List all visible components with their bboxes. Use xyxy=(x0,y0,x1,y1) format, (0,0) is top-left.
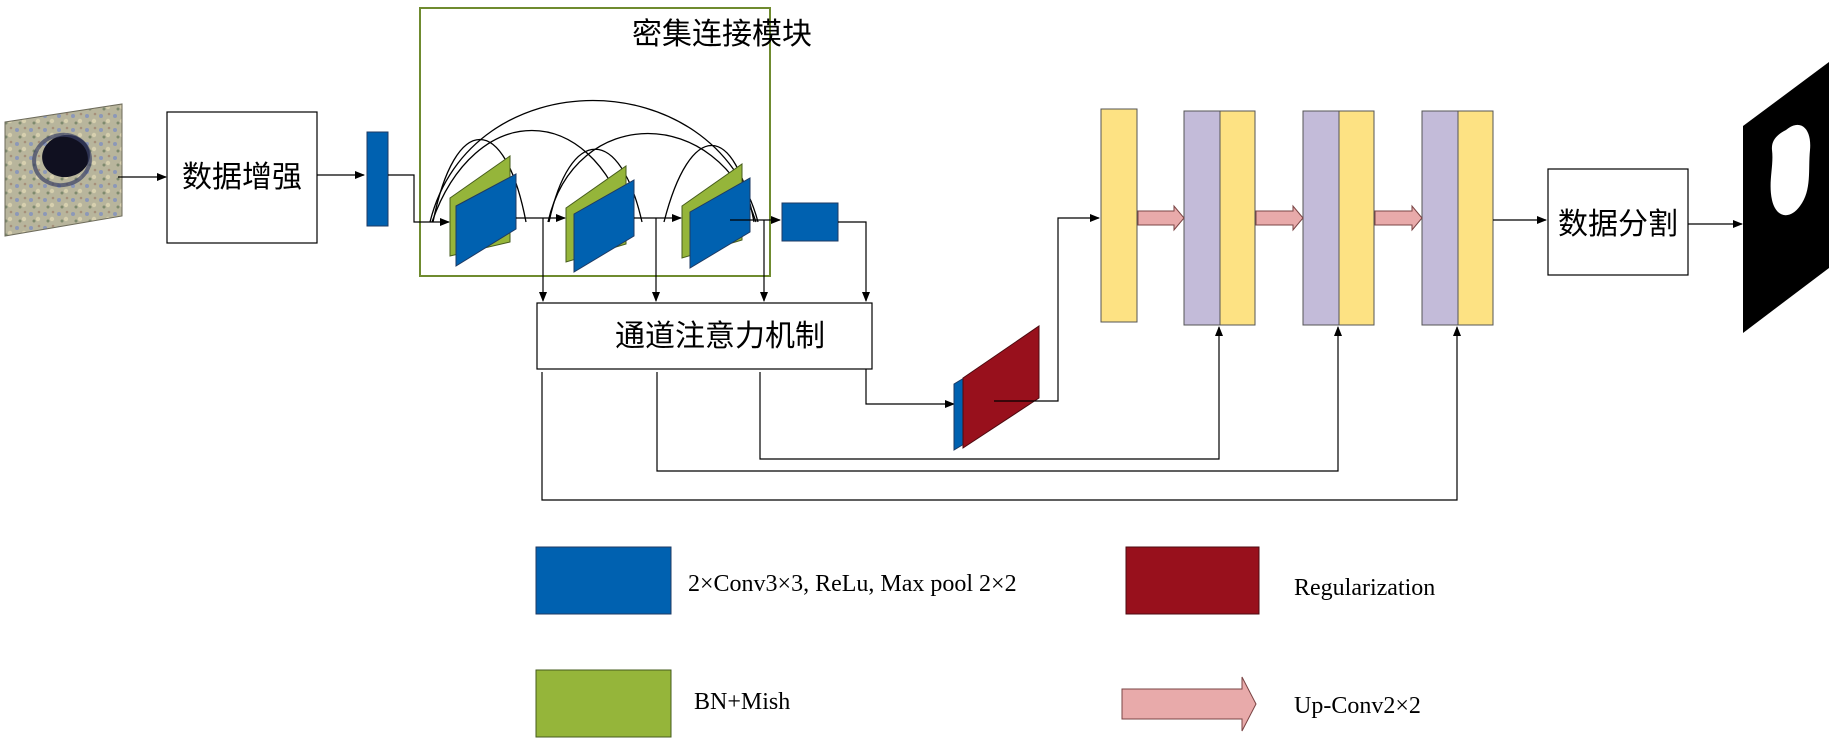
upconv-arrow-1 xyxy=(1137,204,1185,232)
decoder-block-1 xyxy=(1100,108,1138,323)
upconv-arrow-2 xyxy=(1255,204,1304,232)
legend: 2×Conv3×3, ReLu, Max pool 2×2 Regulariza… xyxy=(535,546,1435,738)
decoder-block-4-skip xyxy=(1421,110,1459,326)
channel-attention-box: 通道注意力机制 xyxy=(536,302,873,370)
conv-block-input xyxy=(366,131,389,227)
legend-regularization-label: Regularization xyxy=(1294,575,1435,601)
augment-label: 数据增强 xyxy=(182,160,302,195)
segmentation-label: 数据分割 xyxy=(1558,207,1678,242)
input-image xyxy=(4,103,123,237)
decoder-block-2 xyxy=(1219,110,1256,326)
legend-conv-label: 2×Conv3×3, ReLu, Max pool 2×2 xyxy=(688,571,1017,597)
legend-bn-mish-swatch xyxy=(535,669,672,738)
upconv-arrow-3 xyxy=(1374,204,1423,232)
dense-block-module: 密集连接模块 xyxy=(388,7,812,277)
conv-block-after-dense xyxy=(781,202,839,242)
regularization-block xyxy=(962,325,1040,449)
channel-attention-label: 通道注意力机制 xyxy=(615,319,825,354)
legend-regularization-swatch xyxy=(1125,546,1260,615)
output-mask xyxy=(1743,62,1829,333)
decoder-block-3 xyxy=(1338,110,1375,326)
segmentation-box: 数据分割 xyxy=(1547,168,1689,276)
legend-conv-swatch xyxy=(535,546,672,615)
decoder-block-3-skip xyxy=(1302,110,1340,326)
legend-bn-mish-label: BN+Mish xyxy=(694,689,790,715)
conv-layer-3 xyxy=(689,177,751,269)
dense-block-label: 密集连接模块 xyxy=(632,17,812,52)
decoder xyxy=(1100,108,1494,326)
decoder-block-2-skip xyxy=(1183,110,1221,326)
conv-layer-1 xyxy=(455,173,517,267)
augment-box: 数据增强 xyxy=(166,111,318,244)
legend-upconv-swatch xyxy=(1121,676,1257,732)
legend-upconv-label: Up-Conv2×2 xyxy=(1294,693,1421,719)
conv-layer-2 xyxy=(573,179,635,273)
decoder-block-4 xyxy=(1457,110,1494,326)
